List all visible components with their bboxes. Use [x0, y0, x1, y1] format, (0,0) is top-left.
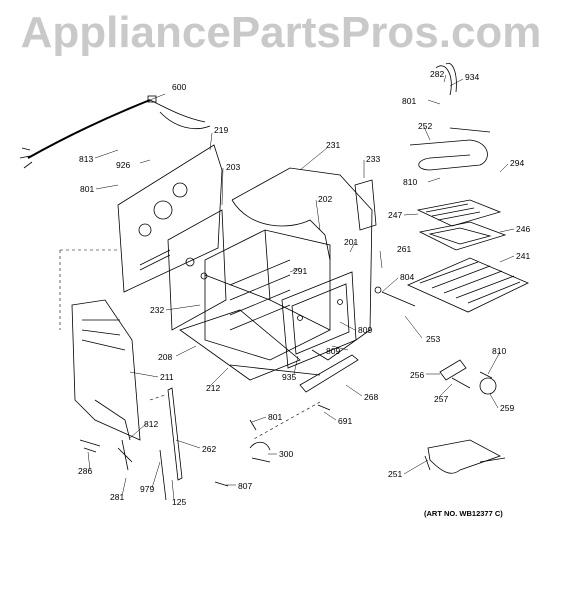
- callout-810-b: 810: [492, 346, 506, 356]
- inner-panel-drawing: [167, 209, 227, 331]
- vent-trim-drawing: [299, 354, 359, 393]
- sensor-probe-drawing: [374, 286, 416, 307]
- callout-600: 600: [172, 82, 186, 92]
- callout-691: 691: [338, 416, 352, 426]
- back-panel-drawing: [117, 144, 223, 293]
- callout-241: 241: [516, 251, 530, 261]
- callout-934: 934: [465, 72, 479, 82]
- callout-211: 211: [160, 372, 174, 382]
- callout-259: 259: [500, 403, 514, 413]
- wire-harness-drawing: [19, 95, 211, 169]
- front-frame-drawing: [281, 271, 357, 369]
- callout-219: 219: [214, 125, 228, 135]
- broil-element-drawing: [409, 127, 491, 171]
- callout-201: 201: [344, 237, 358, 247]
- callout-202: 202: [318, 194, 332, 204]
- callout-286: 286: [78, 466, 92, 476]
- callout-268: 268: [364, 392, 378, 402]
- callout-813: 813: [79, 154, 93, 164]
- callout-125: 125: [172, 497, 186, 507]
- callout-291: 291: [293, 266, 307, 276]
- callout-251: 251: [388, 469, 402, 479]
- callout-801-b: 801: [268, 412, 282, 422]
- oven-rack-drawing: [407, 257, 529, 313]
- callout-926: 926: [116, 160, 130, 170]
- callout-804: 804: [400, 272, 414, 282]
- callout-257: 257: [434, 394, 448, 404]
- callout-203: 203: [226, 162, 240, 172]
- callout-261: 261: [397, 244, 411, 254]
- callout-252: 252: [418, 121, 432, 131]
- callout-807: 807: [238, 481, 252, 491]
- callout-231: 231: [326, 140, 340, 150]
- callout-233: 233: [366, 154, 380, 164]
- art-number: (ART NO. WB12377 C): [424, 509, 503, 518]
- callout-809-b: 809: [326, 346, 340, 356]
- callout-247: 247: [388, 210, 402, 220]
- callout-246: 246: [516, 224, 530, 234]
- watermark: AppliancePartsPros.com: [20, 8, 542, 57]
- side-panel-drawing: [71, 299, 141, 441]
- callout-256: 256: [410, 370, 424, 380]
- assembly-lines: [59, 249, 321, 441]
- callout-300: 300: [279, 449, 293, 459]
- callout-253: 253: [426, 334, 440, 344]
- callout-262: 262: [202, 444, 216, 454]
- callout-935: 935: [282, 372, 296, 382]
- callout-294: 294: [510, 158, 524, 168]
- callout-212: 212: [206, 383, 220, 393]
- broiler-pan-drawing: [416, 199, 507, 251]
- callout-810-a: 810: [403, 177, 417, 187]
- small-hardware-drawing: [79, 404, 331, 487]
- callout-801-a: 801: [80, 184, 94, 194]
- callout-809-a: 809: [358, 325, 372, 335]
- callout-812: 812: [144, 419, 158, 429]
- bottom-panel-drawing: [179, 309, 321, 381]
- callout-801-c: 801: [402, 96, 416, 106]
- igniter-parts-drawing: [439, 359, 497, 395]
- callout-232: 232: [150, 305, 164, 315]
- oven-cavity-drawing: [204, 229, 331, 361]
- trim-strips-drawing: [117, 387, 183, 501]
- callout-208: 208: [158, 352, 172, 362]
- callout-281: 281: [110, 492, 124, 502]
- leader-lines: [87, 74, 515, 501]
- callout-282: 282: [430, 69, 444, 79]
- callout-979: 979: [140, 484, 154, 494]
- bake-element-drawing: [424, 439, 506, 474]
- tube-drawing: [435, 62, 457, 96]
- oven-wrapper-drawing: [231, 167, 377, 361]
